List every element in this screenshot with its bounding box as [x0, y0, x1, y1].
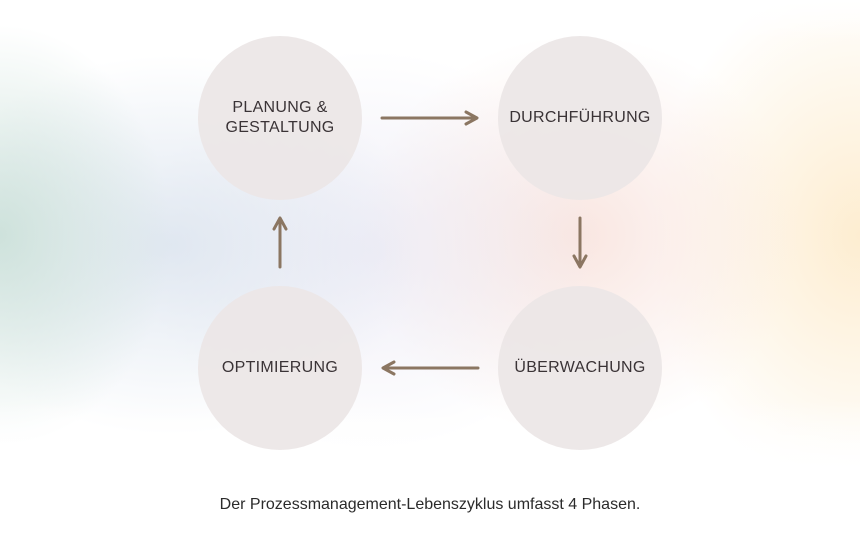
phase-label-durchfuehrung: DURCHFÜHRUNG	[509, 109, 651, 126]
phase-circle-ueberwachung: ÜBERWACHUNG	[498, 286, 662, 450]
arrow-right	[380, 110, 479, 126]
arrow-left	[381, 360, 480, 376]
phase-circle-durchfuehrung: DURCHFÜHRUNG	[498, 36, 662, 200]
phase-label-optimierung: OPTIMIERUNG	[221, 359, 339, 376]
arrow-down	[572, 216, 588, 269]
cycle-arrows	[272, 110, 588, 376]
background-gradient	[0, 0, 860, 470]
diagram-caption: Der Prozessmanagement-Lebenszyklus umfas…	[219, 496, 641, 513]
phase-circle-optimierung: OPTIMIERUNG	[198, 286, 362, 450]
phase-label-ueberwachung: ÜBERWACHUNG	[514, 359, 646, 376]
phase-label-planung: PLANUNG & GESTALTUNG	[225, 99, 335, 136]
arrow-up	[272, 216, 288, 269]
phase-circle-planung: PLANUNG & GESTALTUNG	[198, 36, 362, 200]
